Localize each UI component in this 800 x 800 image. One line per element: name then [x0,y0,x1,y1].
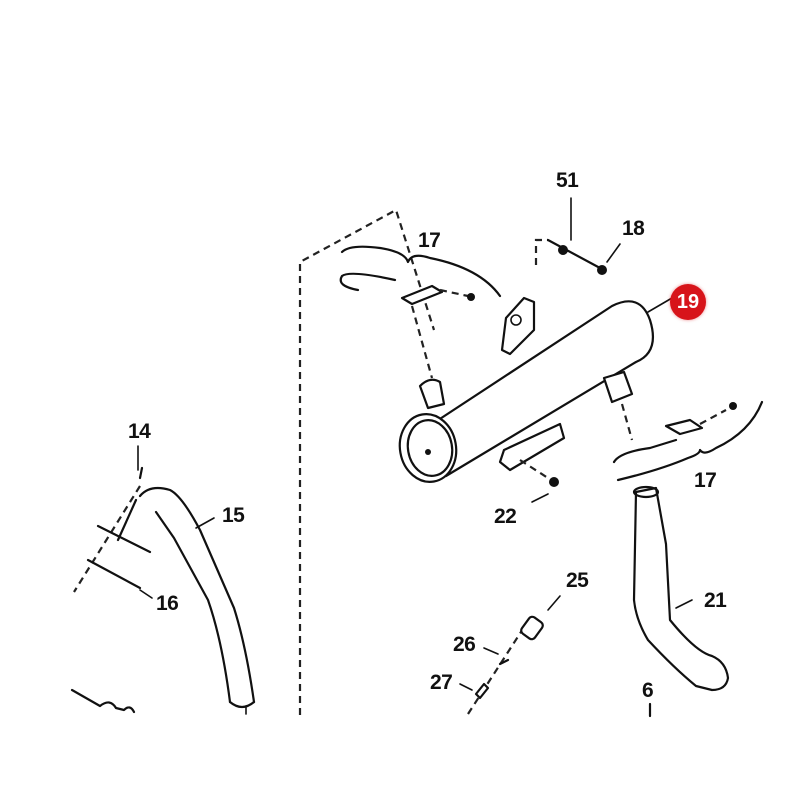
part-label-18: 18 [622,217,645,240]
muffler [398,297,673,503]
lower-clamp-17 [612,400,764,482]
part-label-16: 16 [156,592,179,615]
part-label-22: 22 [494,505,517,528]
part-label-27: 27 [430,671,453,694]
part-label-26: 26 [453,633,476,656]
upper-clamp-17 [339,245,502,379]
part-label-17-upper: 17 [418,229,441,252]
assembly-boundary [298,208,548,715]
part-label-51: 51 [556,169,579,192]
part-label-6: 6 [642,679,654,702]
part-label-15: 15 [222,504,245,527]
part-label-21: 21 [704,589,727,612]
outlet-pipe [632,485,730,692]
selected-part-callout-19[interactable]: 19 [670,284,706,320]
inlet-pipe [73,445,256,715]
part-label-14: 14 [128,420,151,443]
partial-clamp [70,688,136,714]
part-label-25: 25 [566,569,589,592]
part-label-17-lower: 17 [694,469,717,492]
mounting-bracket [500,197,621,356]
drain-hardware [459,595,652,718]
